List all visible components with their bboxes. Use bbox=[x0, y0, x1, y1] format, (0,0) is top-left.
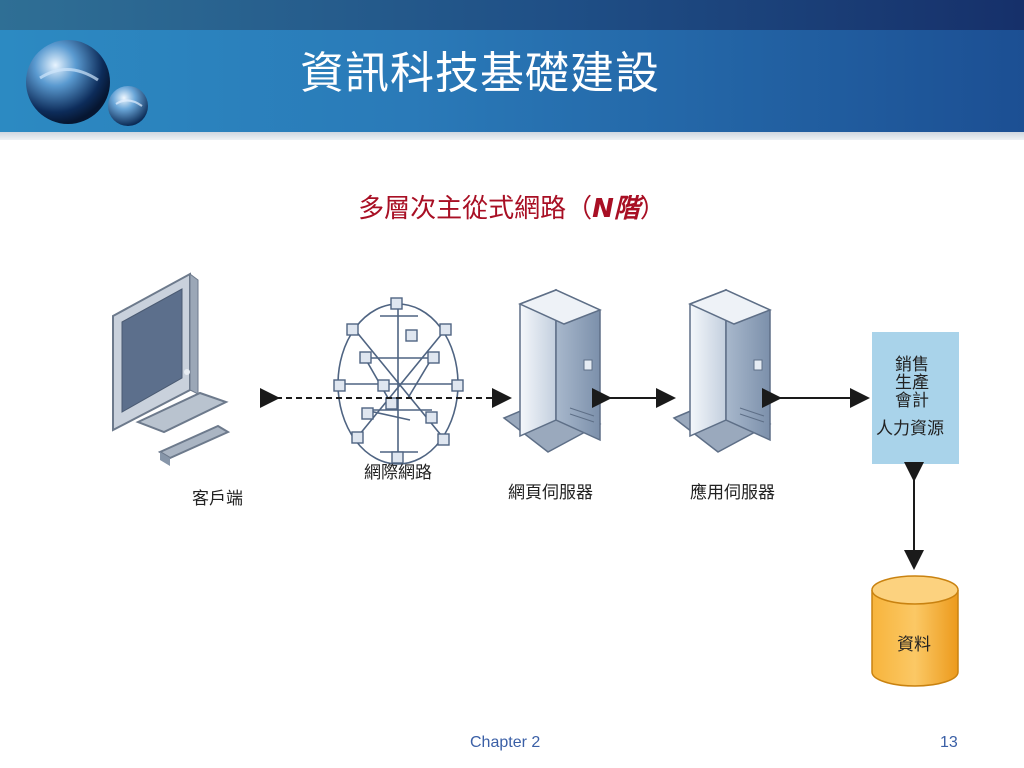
client-computer-icon bbox=[112, 272, 231, 466]
slide-title: 資訊科技基礎建設 bbox=[300, 48, 660, 99]
apps-line-hr: 人力資源 bbox=[876, 419, 944, 439]
header-stripe bbox=[0, 132, 1024, 140]
globe-logo-icon bbox=[26, 40, 148, 126]
subtitle-prefix: 多層次主從式網路（ bbox=[358, 194, 593, 224]
app-server-icon bbox=[672, 288, 772, 453]
diagram-subtitle: 多層次主從式網路（N階） bbox=[0, 188, 1024, 225]
header-main-band bbox=[0, 30, 1024, 132]
database-icon bbox=[871, 575, 959, 687]
web-server-label: 網頁伺服器 bbox=[508, 483, 593, 503]
network-node-icons bbox=[333, 297, 464, 464]
subtitle-italic: N階 bbox=[592, 194, 640, 224]
app-server-label: 應用伺服器 bbox=[690, 482, 775, 503]
apps-line-accounting: 會計 bbox=[895, 391, 929, 411]
database-label: 資料 bbox=[897, 635, 931, 655]
apps-line-production: 生產 bbox=[895, 373, 929, 393]
client-label: 客戶端 bbox=[192, 489, 243, 509]
footer-chapter: Chapter 2 bbox=[470, 734, 541, 751]
subtitle-suffix: ） bbox=[639, 194, 666, 224]
header-bar: 資訊科技基礎建設 bbox=[0, 0, 1024, 140]
internet-label: 網際網路 bbox=[364, 463, 432, 483]
footer-page-number: 13 bbox=[940, 734, 958, 751]
apps-line-sales: 銷售 bbox=[895, 355, 929, 375]
header-top-band bbox=[0, 0, 1024, 30]
web-server-icon bbox=[502, 288, 602, 453]
applications-box bbox=[872, 332, 959, 464]
